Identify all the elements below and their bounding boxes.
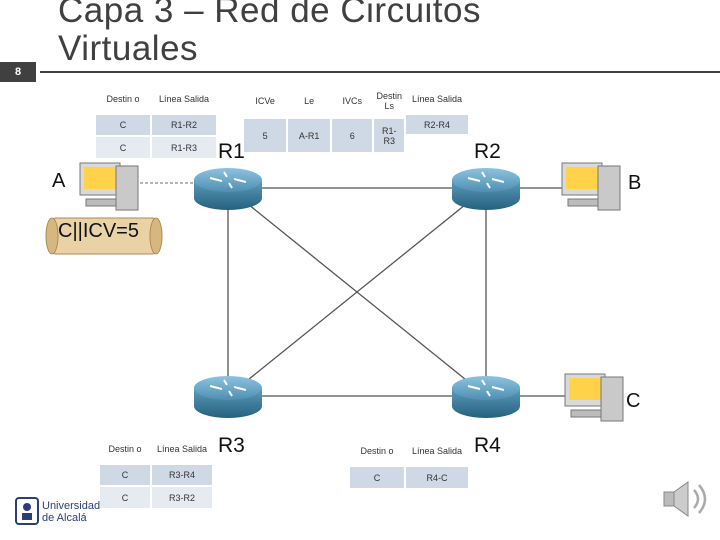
router-r2-label: R2 <box>474 140 501 163</box>
links <box>227 187 570 397</box>
table-cell: C <box>100 463 151 486</box>
table-cell: 5 <box>244 117 288 152</box>
router-r3-label: R3 <box>218 434 245 457</box>
packet-label: C||ICV=5 <box>58 220 139 242</box>
routing-table-r1: Destin o Línea Salida C R1-R2 C R1-R3 <box>96 84 216 158</box>
table-header: Línea Salida <box>404 436 468 466</box>
table-header: Destin Ls <box>372 84 404 118</box>
table-header: ICVe <box>244 84 288 118</box>
table-cell: R1-R2 <box>150 113 216 136</box>
router-r2 <box>452 168 520 210</box>
router-r4 <box>452 376 520 418</box>
table-cell: C <box>96 113 151 136</box>
host-a-label: A <box>52 170 66 192</box>
table-cell: R4-C <box>404 465 468 488</box>
router-r4-label: R4 <box>474 434 501 457</box>
table-cell: 6 <box>329 117 374 152</box>
title-line-1: Capa 3 – Red de Circuitos <box>58 0 481 30</box>
table-cell: R3-R4 <box>150 463 212 486</box>
routing-table-r4: Destin o Línea Salida C R4-C <box>350 436 468 488</box>
university-logo-icon <box>15 497 39 525</box>
computer-c-icon <box>564 373 624 422</box>
packet-scroll-icon <box>45 217 163 255</box>
table-header: Línea Salida <box>150 84 216 114</box>
table-header: Destin o <box>100 434 151 464</box>
router-r1-label: R1 <box>218 140 245 163</box>
university-logo-text: Universidad de Alcalá <box>42 500 101 524</box>
table-cell: R3-R2 <box>150 485 212 508</box>
table-cell: A-R1 <box>286 117 331 152</box>
computer-b-icon <box>561 162 621 211</box>
host-b-label: B <box>628 172 642 194</box>
table-header: Destin o <box>350 436 405 466</box>
table-cell: C <box>96 135 151 158</box>
routing-table-r2: Línea Salida R2-R4 <box>406 84 468 134</box>
table-cell: C <box>100 485 151 508</box>
table-header: Línea Salida <box>150 434 212 464</box>
computer-a-icon <box>79 162 139 211</box>
table-header: IVCs <box>329 84 374 118</box>
title-divider <box>40 71 720 73</box>
title-line-2: Virtuales <box>58 29 199 68</box>
table-header: Le <box>286 84 331 118</box>
router-r3 <box>194 376 262 418</box>
routing-table-r3: Destin o Línea Salida C R3-R4 C R3-R2 <box>100 434 212 508</box>
table-cell: R1-R3 <box>150 135 216 158</box>
router-r1 <box>194 168 262 210</box>
link-r2-r3 <box>227 187 487 397</box>
speaker-icon <box>663 481 707 517</box>
table-header: Línea Salida <box>406 84 468 114</box>
slide-number: 8 <box>0 62 36 82</box>
table-cell: R2-R4 <box>406 113 468 134</box>
table-cell: R1- R3 <box>372 117 404 152</box>
slide-title: Capa 3 – Red de Circuitos Virtuales <box>58 0 528 68</box>
vc-table-r1: ICVe Le IVCs Destin Ls 5 A-R1 6 R1- R3 <box>244 84 404 152</box>
host-c-label: C <box>626 390 641 412</box>
table-header: Destin o <box>96 84 151 114</box>
table-cell: C <box>350 465 405 488</box>
